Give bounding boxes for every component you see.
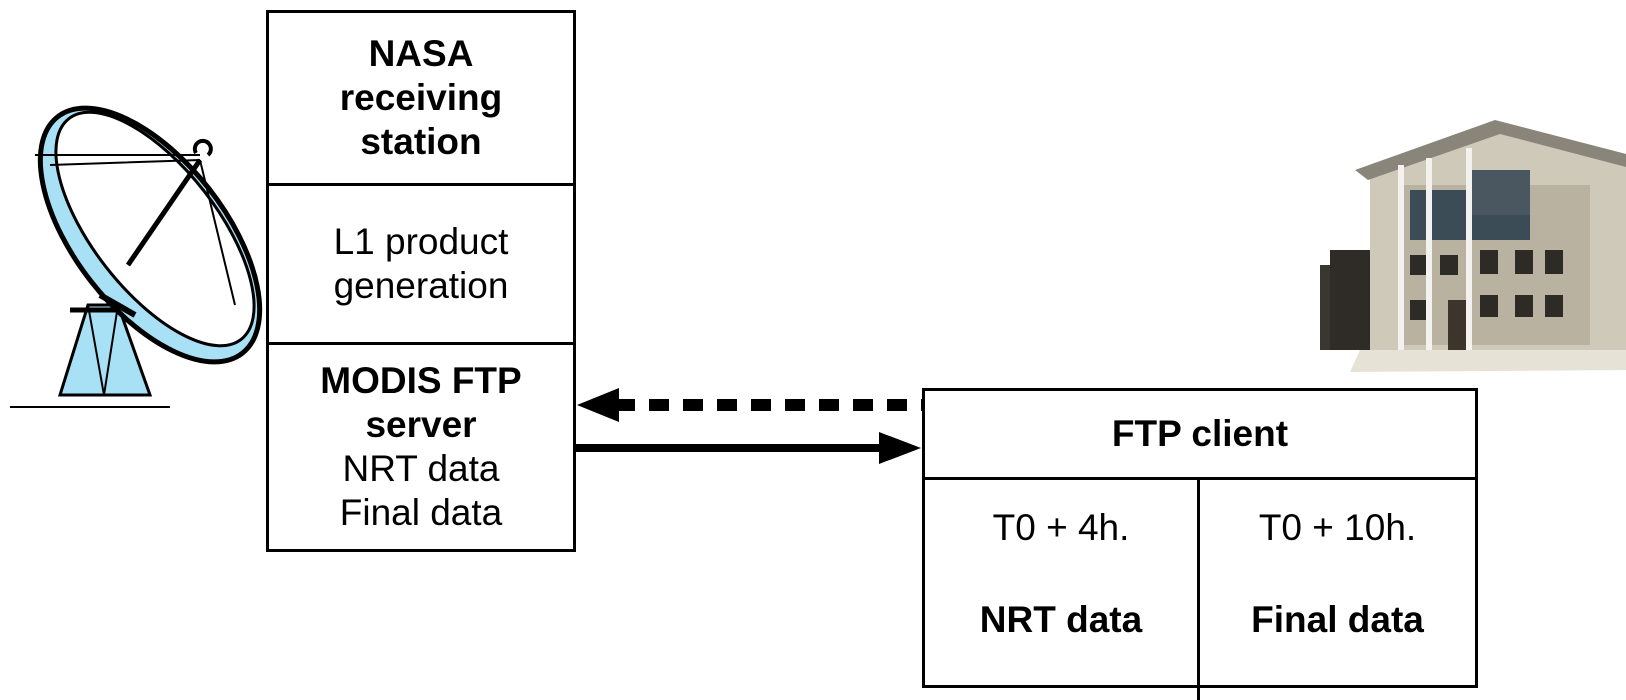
- l1-line: generation: [333, 265, 509, 306]
- request-arrow: [577, 388, 925, 422]
- server-title-line: server: [365, 404, 477, 445]
- client-left-cell: T0 + 4h. NRT data: [925, 480, 1200, 700]
- ftp-client-box: FTP client T0 + 4h. NRT data T0 + 10h. F…: [922, 388, 1478, 700]
- nasa-station-stack: NASA receiving station L1 product genera…: [266, 10, 576, 552]
- final-time: T0 + 10h.: [1258, 507, 1417, 548]
- station-title: NASA receiving station: [269, 13, 573, 186]
- data-transfer-arrow: [575, 432, 921, 464]
- server-item: NRT data: [342, 448, 500, 489]
- nrt-label: NRT data: [979, 599, 1143, 640]
- l1-generation-cell: L1 product generation: [269, 186, 573, 345]
- ftp-client-title: FTP client: [925, 391, 1475, 480]
- client-right-cell: T0 + 10h. Final data: [1200, 480, 1475, 700]
- ftp-server-cell: MODIS FTP server NRT data Final data: [269, 345, 573, 549]
- nrt-time: T0 + 4h.: [992, 507, 1130, 548]
- final-label: Final data: [1251, 599, 1424, 640]
- station-title-line: station: [360, 121, 482, 162]
- server-title-line: MODIS FTP: [320, 360, 522, 401]
- station-title-line: NASA: [368, 33, 474, 74]
- l1-line: L1 product: [333, 221, 509, 262]
- institute-building-icon: [1320, 110, 1626, 372]
- server-item: Final data: [339, 492, 503, 533]
- satellite-dish-icon: [10, 105, 263, 408]
- station-title-line: receiving: [339, 77, 503, 118]
